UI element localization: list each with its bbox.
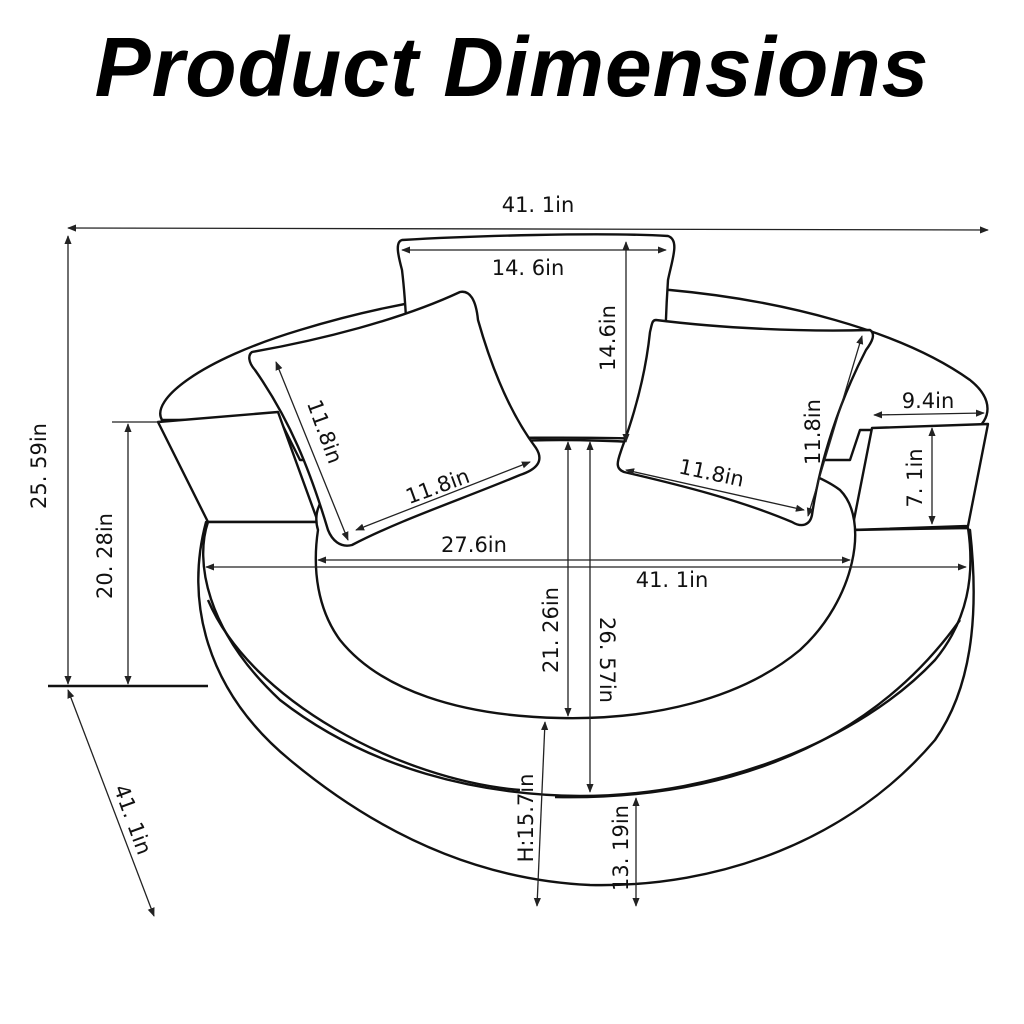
right-pillow-height-line xyxy=(806,335,864,517)
arm-height-label: 20. 28in xyxy=(93,513,117,599)
seat-height-line xyxy=(533,721,549,907)
back-pillow-height-label: 14.6in xyxy=(596,305,620,371)
right-pillow-width-line xyxy=(625,468,805,512)
overall-depth-label: 26. 57in xyxy=(595,617,619,703)
cushion-height-label: 13. 19in xyxy=(609,805,633,891)
overall-width-line xyxy=(67,224,989,234)
armrest-width-line xyxy=(873,409,985,419)
right-pillow-height-label: 11.8in xyxy=(801,399,825,465)
seat-height-label: H:15.7in xyxy=(514,774,538,863)
front-seam-right xyxy=(554,619,961,799)
left-pillow-width-line xyxy=(355,461,531,531)
front-seam xyxy=(206,599,521,792)
left-pillow-height-line xyxy=(275,361,349,541)
armrest-width-label: 9.4in xyxy=(902,389,955,413)
diagonal-depth-line xyxy=(67,689,155,917)
armrest-height-label: 7. 1in xyxy=(903,448,927,507)
dimension-lines xyxy=(64,224,989,917)
seat-depth-label: 21. 26in xyxy=(539,587,563,673)
overall-width-label: 41. 1in xyxy=(502,193,575,217)
inner-width-label: 41. 1in xyxy=(636,568,709,592)
diagonal-depth-label: 41. 1in xyxy=(109,781,156,857)
overall-height-label: 25. 59in xyxy=(27,423,51,509)
page-title: Product Dimensions xyxy=(94,20,930,114)
back-pillow-width-label: 14. 6in xyxy=(492,256,565,280)
seat-width-label: 27.6in xyxy=(441,533,507,557)
